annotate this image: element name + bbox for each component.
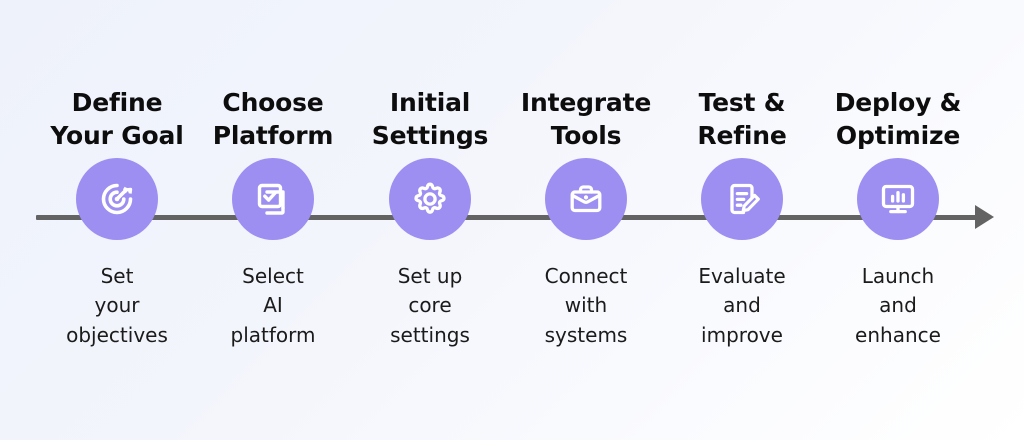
- step-title-6: Deploy & Optimize: [834, 88, 962, 150]
- step-title-4: Integrate Tools: [520, 88, 652, 150]
- process-step-1[interactable]: Define Your Goal Set your objectives: [39, 86, 195, 350]
- step-description-5: Evaluate and improve: [698, 264, 786, 347]
- step-title-1: Define Your Goal: [50, 88, 184, 150]
- process-step-2[interactable]: Choose Platform Select AI platform: [195, 86, 351, 350]
- step-icon-badge-6[interactable]: [857, 158, 939, 240]
- step-description-1: Set your objectives: [66, 264, 168, 347]
- step-icon-badge-1[interactable]: [76, 158, 158, 240]
- step-title-3: Initial Settings: [371, 88, 489, 150]
- step-title-2: Choose Platform: [212, 88, 334, 150]
- briefcase-icon: [562, 175, 610, 223]
- step-icon-badge-2[interactable]: [232, 158, 314, 240]
- step-icon-badge-3[interactable]: [389, 158, 471, 240]
- process-step-3[interactable]: Initial Settings Set up core settings: [352, 86, 508, 350]
- timeline-connector-line: [36, 215, 988, 220]
- process-step-4[interactable]: Integrate Tools Connect with systems: [508, 86, 664, 350]
- step-icon-badge-4[interactable]: [545, 158, 627, 240]
- target-arrow-icon: [93, 175, 141, 223]
- timeline-arrow-head-icon: [975, 205, 994, 229]
- step-description-4: Connect with systems: [544, 264, 628, 347]
- process-step-6[interactable]: Deploy & Optimize Launch and enhance: [820, 86, 976, 350]
- step-description-3: Set up core settings: [390, 264, 470, 347]
- monitor-bar-chart-icon: [874, 175, 922, 223]
- checked-stacked-squares-icon: [249, 175, 297, 223]
- process-step-5[interactable]: Test & Refine Evaluate and improve: [664, 86, 820, 350]
- gear-icon: [406, 175, 454, 223]
- document-edit-icon: [718, 175, 766, 223]
- step-title-5: Test & Refine: [697, 88, 787, 150]
- step-icon-badge-5[interactable]: [701, 158, 783, 240]
- step-description-2: Select AI platform: [230, 264, 316, 347]
- step-description-6: Launch and enhance: [855, 264, 941, 347]
